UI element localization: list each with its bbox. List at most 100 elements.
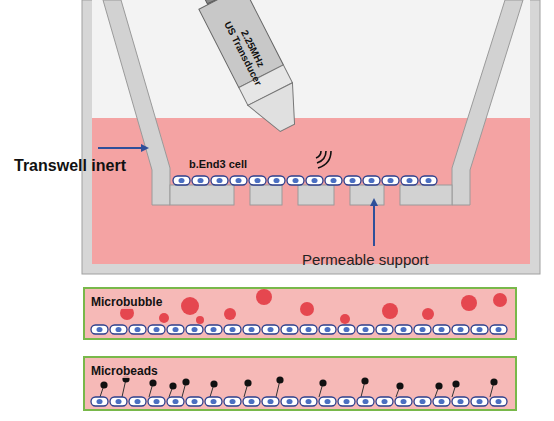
cell	[395, 325, 412, 334]
cell	[148, 397, 165, 406]
cell	[382, 176, 399, 185]
pointer-arrow	[98, 147, 147, 149]
panel-title: Microbubble	[91, 295, 162, 309]
cell-nucleus	[401, 327, 407, 332]
insert-wall	[452, 0, 523, 205]
microbubble	[159, 313, 169, 323]
cell-nucleus	[382, 327, 388, 332]
cell	[338, 397, 355, 406]
cell-nucleus	[312, 178, 318, 183]
cell	[344, 176, 361, 185]
cell	[319, 397, 336, 406]
insert-wall	[103, 0, 170, 205]
microbead	[435, 382, 442, 389]
cell	[186, 325, 203, 334]
cell-nucleus	[274, 178, 280, 183]
cell-nucleus	[426, 178, 432, 183]
cell-nucleus	[496, 327, 502, 332]
cell-nucleus	[249, 327, 255, 332]
cell-nucleus	[116, 327, 122, 332]
cell	[376, 397, 393, 406]
cell-nucleus	[217, 178, 223, 183]
well-wall	[82, 0, 540, 274]
microbead	[169, 382, 176, 389]
cell-nucleus	[255, 178, 261, 183]
cell-nucleus	[325, 399, 331, 404]
cell	[281, 325, 298, 334]
microbead	[244, 379, 251, 386]
cell	[471, 397, 488, 406]
cell	[129, 325, 146, 334]
cell-nucleus	[287, 399, 293, 404]
cell	[363, 176, 380, 185]
cell-nucleus	[344, 399, 350, 404]
cell-nucleus	[230, 327, 236, 332]
cell	[224, 325, 241, 334]
cell-nucleus	[458, 399, 464, 404]
cell	[148, 325, 165, 334]
cell-nucleus	[306, 327, 312, 332]
cell	[110, 325, 127, 334]
cell	[395, 397, 412, 406]
cell	[338, 325, 355, 334]
cell-nucleus	[236, 178, 242, 183]
cell	[262, 325, 279, 334]
cell-nucleus	[477, 327, 483, 332]
microbubble	[224, 308, 236, 320]
microbead	[490, 378, 497, 385]
cell	[262, 397, 279, 406]
cell-nucleus	[420, 399, 426, 404]
cell	[414, 397, 431, 406]
cell	[211, 176, 228, 185]
cell-nucleus	[154, 399, 160, 404]
cell-nucleus	[369, 178, 375, 183]
cell	[300, 397, 317, 406]
cell	[186, 397, 203, 406]
cell-nucleus	[173, 399, 179, 404]
pointer-arrow	[373, 200, 375, 246]
microbubble	[181, 297, 199, 315]
cell-nucleus	[458, 327, 464, 332]
microbead	[276, 376, 283, 383]
cell	[433, 325, 450, 334]
cell-nucleus	[350, 178, 356, 183]
microbead	[361, 377, 368, 384]
cell-nucleus	[135, 327, 141, 332]
cell-nucleus	[388, 178, 394, 183]
cell	[287, 176, 304, 185]
cell-nucleus	[179, 178, 185, 183]
cell	[325, 176, 342, 185]
cell	[319, 325, 336, 334]
cell-nucleus	[420, 327, 426, 332]
microbead	[210, 380, 217, 387]
microbubble	[196, 316, 204, 324]
cell-nucleus	[97, 399, 103, 404]
microbead	[319, 379, 326, 386]
microbubble	[256, 289, 272, 305]
cell	[300, 325, 317, 334]
cell	[452, 325, 469, 334]
microbubble	[493, 293, 507, 307]
cell-nucleus	[363, 327, 369, 332]
cell	[357, 397, 374, 406]
microbead	[100, 375, 498, 397]
cell-nucleus	[401, 399, 407, 404]
cell-nucleus	[344, 327, 350, 332]
cell	[401, 176, 418, 185]
cell-nucleus	[363, 399, 369, 404]
cell	[129, 397, 146, 406]
part-label: Permeable support	[302, 251, 429, 268]
microbubble	[422, 308, 434, 320]
microbubble	[382, 303, 398, 319]
cell	[306, 176, 323, 185]
panel-ground	[85, 289, 515, 338]
cell-nucleus	[268, 399, 274, 404]
cell-nucleus	[97, 327, 103, 332]
cell	[243, 325, 260, 334]
cell-label: b.End3 cell	[189, 158, 247, 170]
cell-nucleus	[211, 399, 217, 404]
cell	[490, 325, 507, 334]
well-cavity	[92, 0, 530, 264]
microbead	[149, 379, 156, 386]
microbead	[100, 381, 107, 388]
